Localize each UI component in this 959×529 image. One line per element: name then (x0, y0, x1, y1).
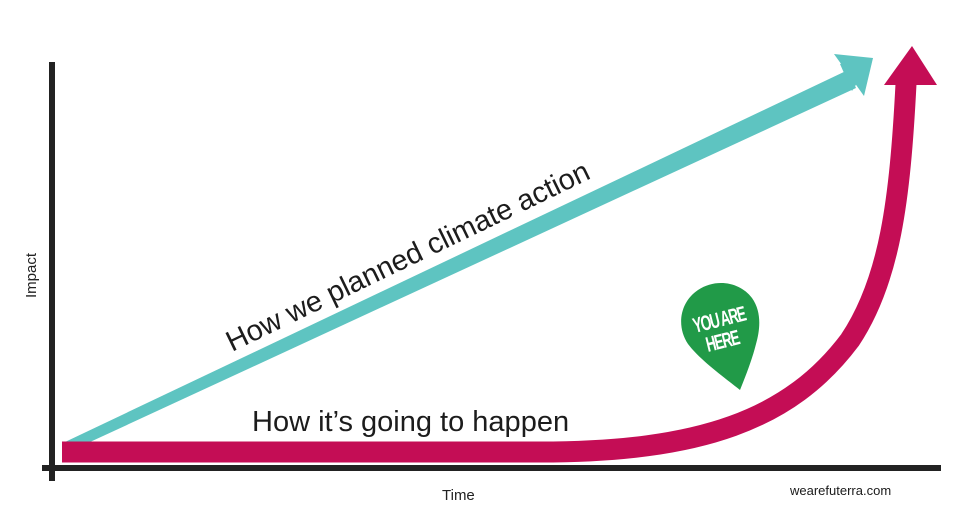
actual-arrow-head (884, 46, 937, 85)
planned-arrow (65, 54, 873, 442)
x-axis-line (42, 465, 941, 471)
x-axis-label: Time (442, 487, 475, 504)
actual-arrow (62, 46, 937, 463)
you-are-here-pin: YOU ARE HERE (681, 283, 760, 390)
actual-curve (62, 83, 917, 463)
axes (42, 62, 941, 481)
y-axis-label: Impact (23, 252, 40, 298)
credit-link[interactable]: wearefuterra.com (789, 483, 891, 498)
actual-label: How it’s going to happen (252, 406, 569, 438)
planned-arrow-shaft (65, 70, 856, 442)
planned-arrow-head-wing (834, 54, 873, 96)
map-pin-icon (681, 283, 760, 390)
y-axis-line (49, 62, 55, 481)
planned-label: How we planned climate action (221, 155, 595, 358)
